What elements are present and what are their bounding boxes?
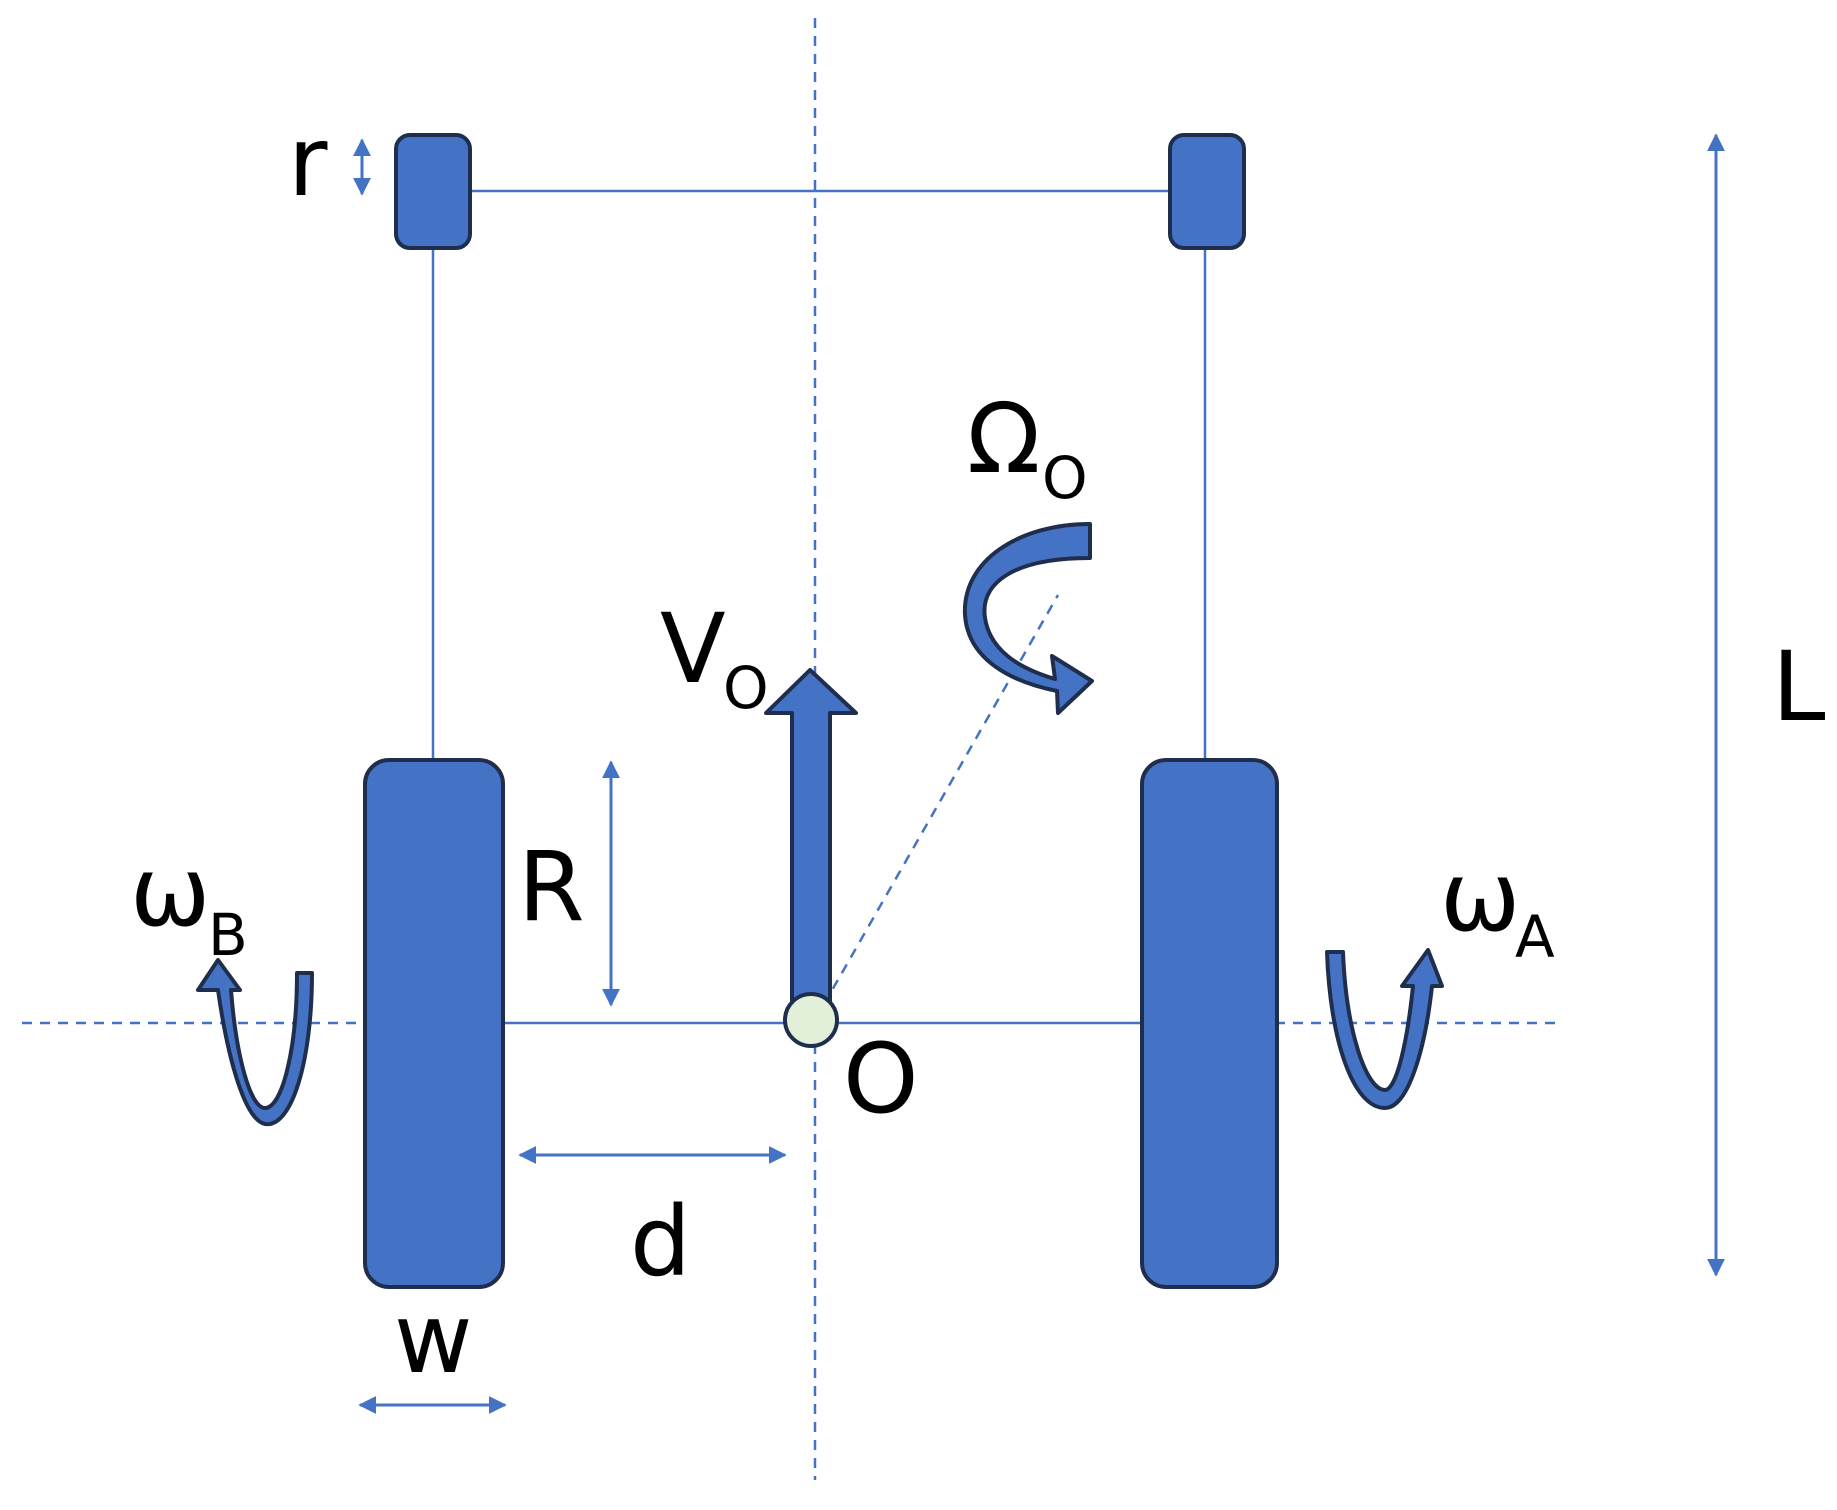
caster-radius-label: r: [288, 106, 328, 218]
wheel-radius-label: R: [518, 831, 585, 943]
velocity-arrow: [764, 668, 858, 1022]
angular-velocity-arrow: [962, 522, 1094, 715]
omega-b-label: ω: [130, 836, 210, 948]
front-right-caster-wheel: [1168, 133, 1246, 250]
omega-a-arrow-body: [1325, 948, 1444, 1110]
front-left-caster-wheel: [394, 133, 472, 250]
origin-point: [783, 992, 839, 1048]
angular-velocity-label: Ω: [967, 383, 1040, 495]
wheel-width-label: w: [394, 1283, 473, 1395]
omega-a-label: ω: [1440, 841, 1520, 953]
velocity-label: V: [660, 593, 726, 705]
omega-b-subscript: B: [208, 901, 248, 969]
right-drive-wheel: [1140, 758, 1279, 1289]
velocity-subscript: O: [723, 654, 769, 722]
left-drive-wheel: [363, 758, 505, 1289]
half-track-label: d: [630, 1186, 691, 1298]
angular-velocity-subscript: O: [1042, 444, 1088, 512]
omega-a-subscript: A: [1515, 903, 1555, 971]
rotation-reference-line: [813, 594, 1060, 1021]
origin-label: O: [843, 1023, 919, 1135]
wheelbase-label: L: [1772, 631, 1825, 743]
omega-b-arrow-body: [196, 958, 314, 1127]
